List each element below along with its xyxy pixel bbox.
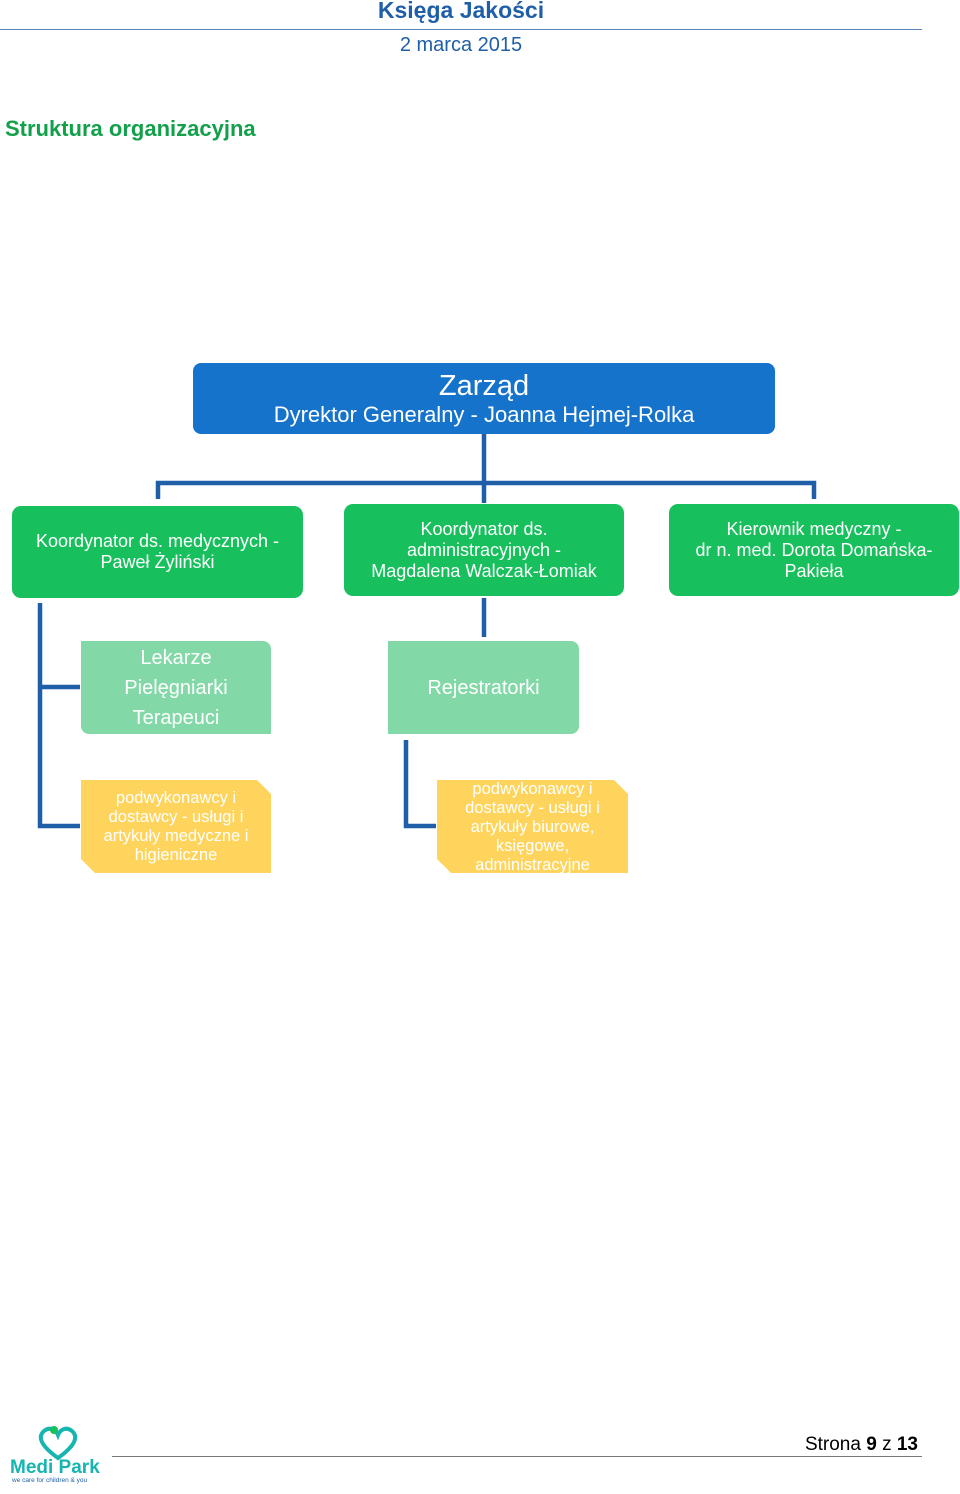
- node-text-line: artykuły medyczne i: [103, 826, 249, 845]
- node-text-line: podwykonawcy i: [472, 780, 593, 798]
- org-node-root: Zarząd Dyrektor Generalny - Joanna Hejme…: [193, 363, 775, 434]
- connector-left-branch: [37, 603, 80, 829]
- logo-tagline: we care for children & you: [11, 1477, 88, 1484]
- node-text-line: Koordynator ds.: [420, 518, 548, 539]
- node-text-line: Magdalena Walczak-Łomiak: [371, 560, 597, 581]
- org-node-coordinator-medical: Koordynator ds. medycznych - Paweł Żyliń…: [12, 506, 303, 598]
- page-number: Strona 9 z 13: [805, 1434, 918, 1456]
- org-node-medical-manager: Kierownik medyczny - dr n. med. Dorota D…: [669, 504, 959, 596]
- node-text-line: księgowe,: [495, 837, 570, 855]
- org-node-receptionists: Rejestratorki: [388, 641, 579, 734]
- person-icon: [50, 1426, 58, 1434]
- node-text-line: higieniczne: [134, 845, 218, 864]
- node-text-line: dostawcy - usługi i: [108, 807, 244, 826]
- document-date: 2 marca 2015: [399, 34, 523, 56]
- section-title: Struktura organizacyjna: [5, 116, 256, 141]
- header-divider: [0, 29, 922, 30]
- org-node-medical-suppliers: podwykonawcy i dostawcy - usługi i artyk…: [81, 780, 271, 873]
- node-text-line: Paweł Żyliński: [100, 552, 215, 572]
- org-node-coordinator-admin: Koordynator ds. administracyjnych - Magd…: [344, 504, 624, 596]
- node-text-line: Lekarze: [140, 646, 212, 669]
- node-text-line: podwykonawcy i: [115, 788, 237, 807]
- page-total: 13: [896, 1434, 918, 1455]
- node-text-line: artykuły biurowe,: [470, 818, 595, 836]
- node-text-line: Kierownik medyczny -: [726, 518, 902, 539]
- page-current: 9: [866, 1434, 877, 1455]
- node-text-line: Terapeuci: [132, 706, 220, 729]
- page-label: Strona: [804, 1434, 861, 1455]
- footer-divider: [112, 1456, 922, 1457]
- node-text-line: Pakieła: [784, 560, 844, 581]
- logo-text: Medi Park: [10, 1457, 100, 1478]
- medipark-logo: Medi Park we care for children & you: [10, 1426, 100, 1484]
- root-subtitle: Dyrektor Generalny - Joanna Hejmej-Rolka: [273, 401, 695, 427]
- node-text-line: administracyjnych -: [406, 539, 562, 560]
- org-node-office-suppliers: podwykonawcy i dostawcy - usługi i artyk…: [437, 780, 628, 873]
- node-text-line: Koordynator ds. medycznych -: [35, 531, 280, 551]
- node-text-line: Rejestratorki: [427, 676, 540, 699]
- org-node-medical-staff: Lekarze Pielęgniarki Terapeuci: [81, 641, 271, 734]
- connector-middle-to-suppliers: [403, 740, 436, 829]
- node-text-line: dr n. med. Dorota Domańska-: [695, 539, 933, 560]
- document-title: Księga Jakości: [377, 0, 545, 23]
- page-sep: z: [882, 1434, 892, 1455]
- heart-icon: [38, 1426, 78, 1461]
- node-text-line: dostawcy - usługi i: [465, 799, 600, 817]
- node-text-line: administracyjne: [475, 856, 590, 873]
- node-text-line: Pielęgniarki: [124, 676, 228, 699]
- root-title: Zarząd: [438, 369, 530, 402]
